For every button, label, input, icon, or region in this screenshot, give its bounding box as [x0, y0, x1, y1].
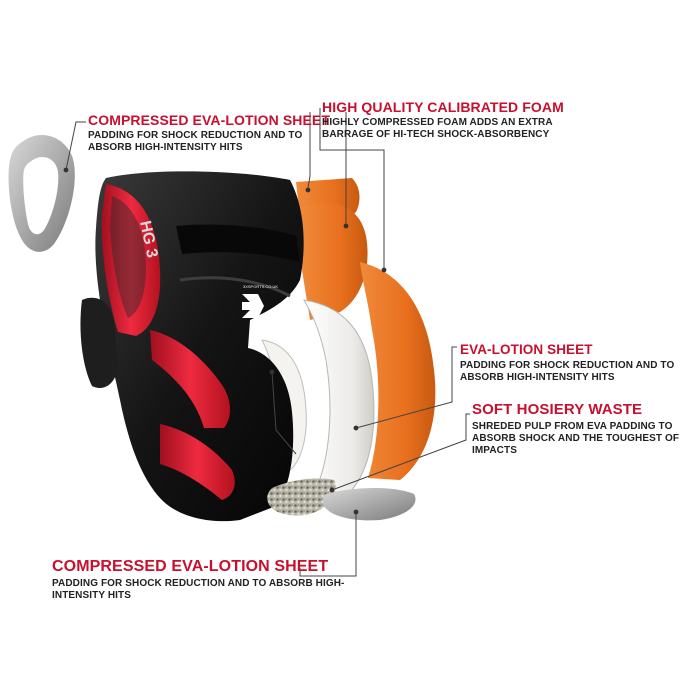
calibrated-foam-layer [296, 178, 436, 480]
callout-title: COMPRESSED EVA-LOTION SHEET [52, 558, 329, 575]
callout-eva-lotion-sheet: EVA-LOTION SHEET PADDING FOR SHOCK REDUC… [460, 342, 690, 384]
eva-ring-pad [8, 134, 75, 252]
callout-description: PADDING FOR SHOCK REDUCTION AND TO ABSOR… [52, 577, 345, 601]
callout-soft-hosiery-waste: SOFT HOSIERY WASTE SHREDED PULP FROM EVA… [472, 401, 696, 457]
helmet-brand-label: 3XSPORTS.CO.UK [243, 284, 278, 289]
callout-title: EVA-LOTION SHEET [460, 342, 593, 357]
bottom-eva-sheet-pad [322, 488, 416, 521]
callout-title: HIGH QUALITY CALIBRATED FOAM [322, 99, 564, 115]
callout-title: COMPRESSED EVA-LOTION SHEET [88, 112, 331, 128]
callout-description: SHREDED PULP FROM EVA PADDING TO ABSORB … [472, 420, 680, 456]
callout-calibrated-foam: HIGH QUALITY CALIBRATED FOAM HIGHLY COMP… [322, 99, 564, 141]
headguard-shell [80, 171, 304, 522]
callout-description: PADDING FOR SHOCK REDUCTION AND TO ABSOR… [88, 130, 303, 154]
callout-description: PADDING FOR SHOCK REDUCTION AND TO ABSOR… [460, 359, 675, 383]
callout-description: HIGHLY COMPRESSED FOAM ADDS AN EXTRA BAR… [322, 117, 553, 141]
soft-hosiery-waste [267, 478, 336, 516]
callout-compressed-eva-top: COMPRESSED EVA-LOTION SHEET PADDING FOR … [88, 112, 331, 154]
brand-arrow-logo [242, 294, 264, 318]
callout-title: SOFT HOSIERY WASTE [472, 401, 643, 418]
callout-leader-dots [63, 167, 387, 515]
callout-compressed-eva-bottom: COMPRESSED EVA-LOTION SHEET PADDING FOR … [52, 558, 352, 602]
callout-leader-lines [65, 108, 470, 577]
